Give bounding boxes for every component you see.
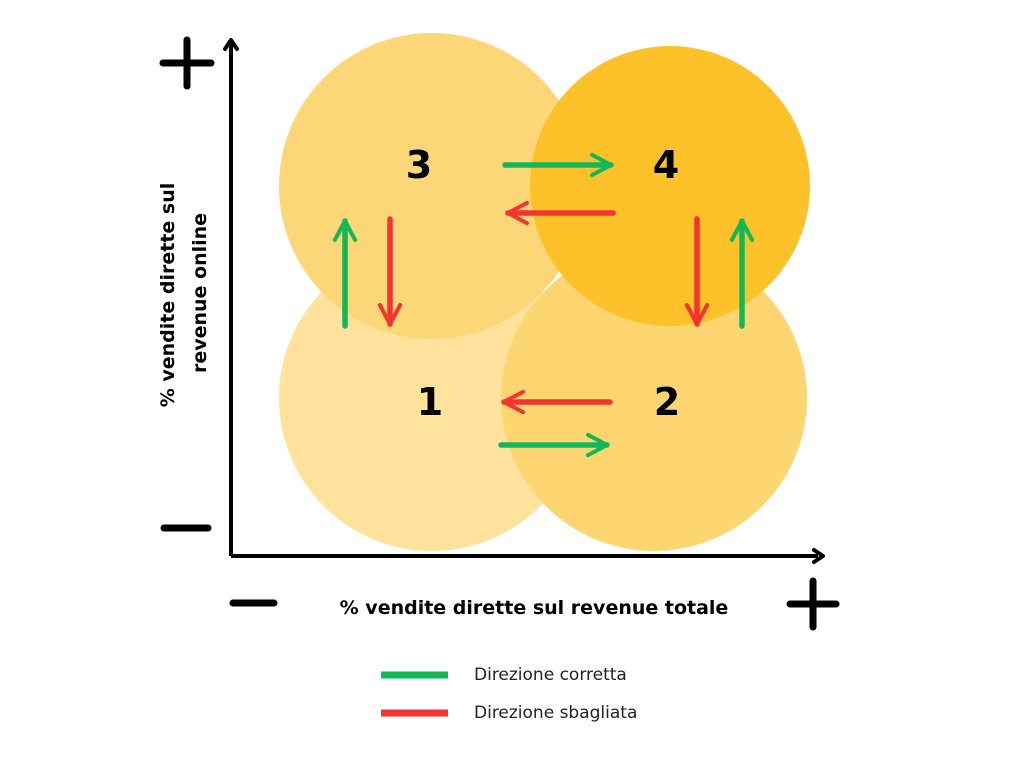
legend-correct-label: Direzione corretta [474, 665, 627, 685]
quadrant-label-4: 4 [653, 143, 679, 187]
y-axis-title-line1: % vendite dirette sul [157, 183, 179, 408]
quadrant-circle-2 [501, 245, 807, 551]
y-axis-arrowhead [223, 38, 239, 51]
axes [223, 38, 825, 564]
quadrant-circle-1 [279, 245, 585, 551]
x-axis-arrowhead [812, 548, 825, 564]
y-axis-title-line2: revenue online [189, 213, 211, 373]
x-axis-title: % vendite dirette sul revenue totale [340, 597, 729, 619]
legend-wrong-label: Direzione sbagliata [474, 703, 637, 723]
x-axis-high-plus-icon [786, 577, 840, 631]
quadrant-label-1: 1 [417, 380, 443, 424]
legend: Direzione corretta Direzione sbagliata [381, 665, 637, 723]
quadrant-label-3: 3 [406, 143, 432, 187]
y-axis-high-plus-icon [159, 36, 215, 90]
quadrant-label-2: 2 [654, 380, 680, 424]
quadrant-circle-3 [279, 33, 585, 339]
